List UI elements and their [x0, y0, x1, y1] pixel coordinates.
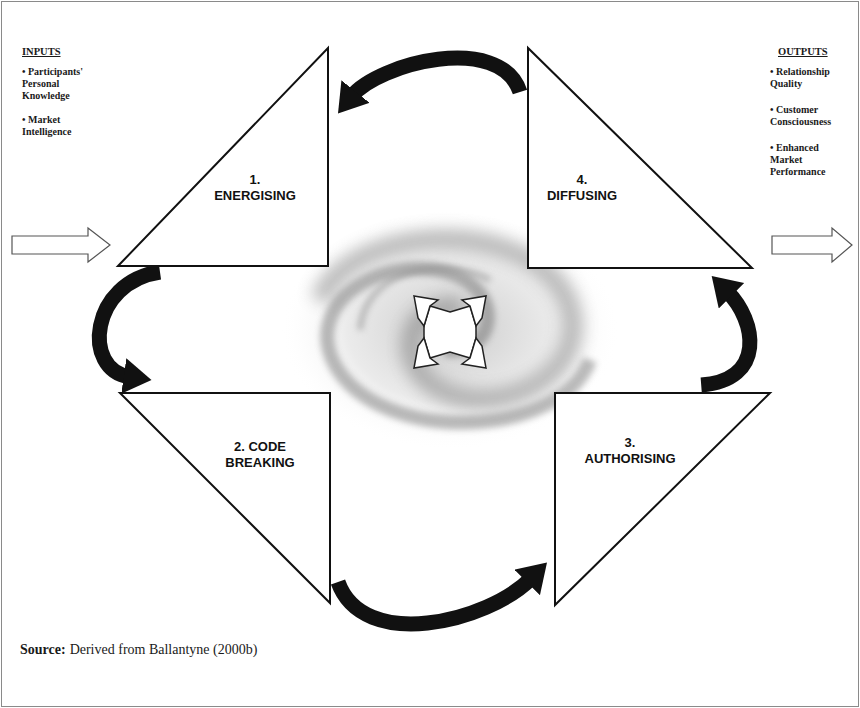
triangle-outline: [118, 48, 328, 266]
triangle-outline: [120, 393, 330, 603]
stage-triangle: 4. DIFFUSING: [528, 48, 752, 268]
input-arrow: [12, 228, 110, 262]
stage-triangle: 3. AUTHORISING: [555, 393, 770, 605]
bullet-item: • Enhanced Market Performance: [770, 142, 850, 178]
section-heading: OUTPUTS: [778, 46, 828, 59]
triangle-shape: [120, 393, 330, 603]
triangle-outline: [528, 48, 752, 268]
source-text: Derived from Ballantyne (2000b): [70, 642, 258, 659]
triangle-outline: [555, 393, 770, 605]
triangle-shape: [555, 393, 770, 605]
stage-label: 3. AUTHORISING: [585, 435, 676, 468]
stage-label: 4. DIFFUSING: [547, 172, 617, 205]
source-label: Source:: [20, 642, 66, 659]
bullet-item: • Participants' Personal Knowledge: [22, 66, 107, 102]
triangle-shape: [528, 48, 752, 268]
stage-triangle: 2. CODE BREAKING: [120, 393, 330, 603]
swirl-arm: [327, 268, 590, 422]
section-heading: INPUTS: [22, 46, 61, 59]
triangle-shape: [118, 48, 328, 266]
stage-label: 1. ENERGISING: [214, 172, 296, 205]
bullet-item: • Market Intelligence: [22, 114, 107, 138]
bullet-item: • Relationship Quality: [770, 66, 850, 90]
output-arrow: [772, 228, 852, 262]
curved-arrow: [701, 292, 750, 385]
centre-icon: [414, 296, 486, 368]
curved-arrow: [338, 578, 531, 624]
curved-arrow: [99, 272, 160, 377]
stage-triangle: 1. ENERGISING: [118, 48, 328, 266]
bullet-item: • Customer Consciousness: [770, 104, 850, 128]
stage-label: 2. CODE BREAKING: [225, 439, 294, 472]
curved-arrow: [352, 58, 520, 96]
